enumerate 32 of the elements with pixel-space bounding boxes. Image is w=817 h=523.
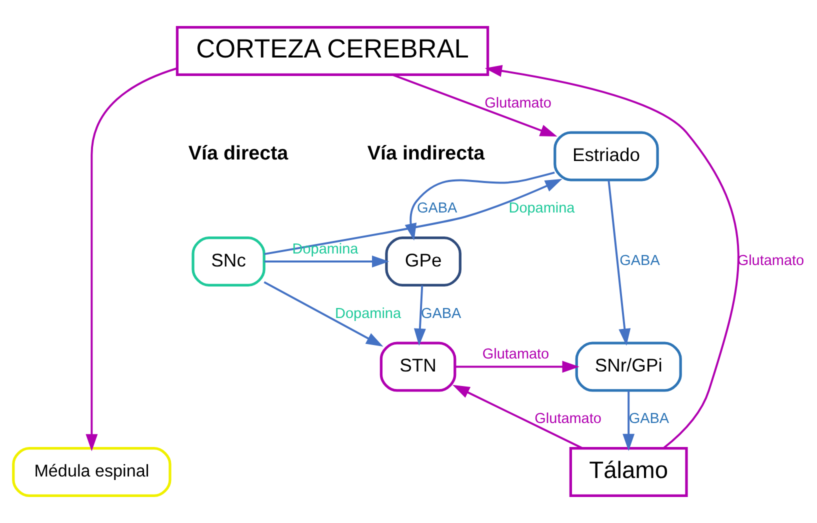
edge-label: Dopamina (335, 306, 402, 322)
arrow (264, 178, 562, 256)
edge-label: GABA (620, 253, 660, 270)
edge-label: Glutamato (534, 411, 602, 428)
label: Vía directa (188, 142, 288, 165)
arrow (484, 64, 740, 450)
node-box: SNr/GPi (575, 342, 682, 392)
arrow (608, 180, 631, 346)
edge-label: Glutamato (484, 95, 552, 112)
edge-label: GABA (417, 200, 458, 217)
node-box: SNc (192, 236, 266, 286)
label: Vía indirecta (367, 142, 485, 165)
edge-label: Glutamato (482, 346, 550, 363)
edge-label: Glutamato (737, 253, 804, 270)
edge-label: GABA (628, 411, 670, 428)
arrow (264, 281, 384, 347)
arrow (622, 390, 635, 451)
node-box: Médula espinal (12, 447, 172, 498)
node-box: GPe (385, 236, 462, 286)
node-box: Tálamo (569, 447, 688, 498)
node-box: STN (380, 342, 456, 392)
edge-label: Dopamina (508, 200, 575, 217)
edge-label: GABA (420, 306, 462, 322)
arrow (452, 384, 584, 450)
arrow (455, 360, 580, 373)
arrow (392, 74, 558, 137)
arrow (264, 256, 390, 268)
arrow (86, 67, 178, 452)
node-box: Estriado (554, 131, 659, 182)
edge-label: Dopamina (292, 241, 358, 258)
arrow (414, 286, 426, 346)
node-box: CORTEZA CEREBRAL (176, 26, 490, 76)
